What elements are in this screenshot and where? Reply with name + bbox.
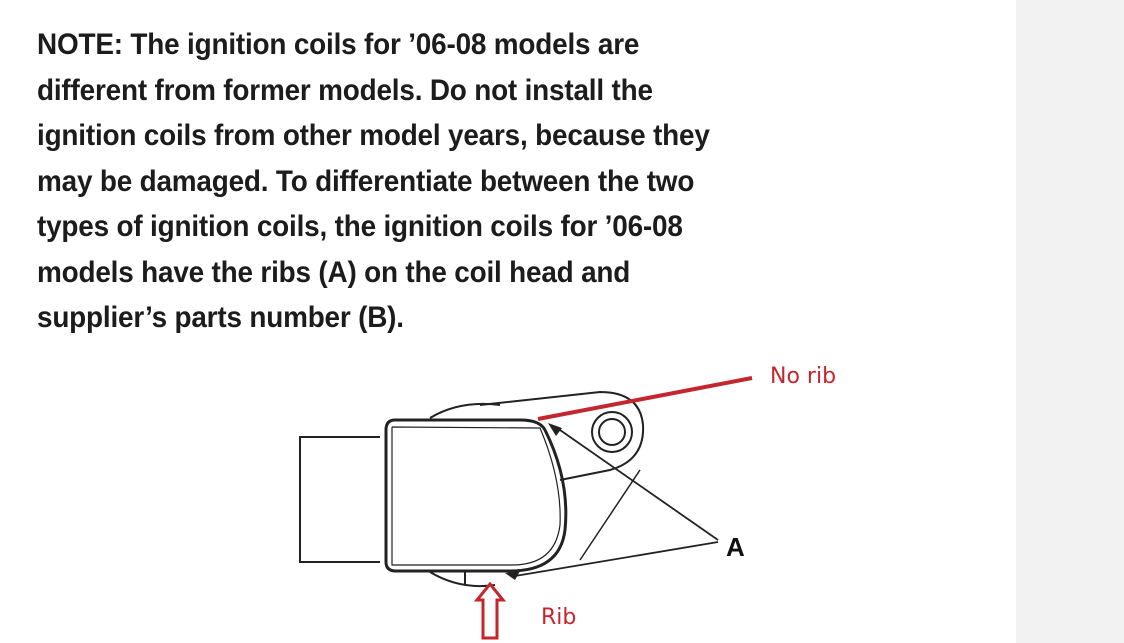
annotation-rib: Rib [541, 605, 577, 630]
note-line: ignition coils from other model years, b… [37, 119, 710, 152]
callout-line-top [559, 429, 719, 541]
coil-disc-bottom [429, 571, 496, 588]
note-line: NOTE: The ignition coils for ’06-08 mode… [37, 28, 640, 61]
callout-line-bottom [514, 541, 719, 577]
bolt-hole-inner [598, 418, 626, 446]
coil-head [384, 418, 568, 573]
rib-arrow-icon [473, 581, 507, 640]
callout-label-a: A [726, 532, 745, 562]
mounting-tab [479, 390, 645, 481]
ignition-coil-diagram: A [299, 376, 753, 640]
note-line: types of ignition coils, the ignition co… [37, 210, 683, 243]
rib-marker-bottom [505, 571, 520, 580]
connector [299, 436, 380, 563]
no-rib-pointer-line [537, 376, 753, 421]
bolt-hole-outer [591, 411, 633, 453]
note-text: NOTE: The ignition coils for ’06-08 mode… [37, 22, 997, 341]
note-line: may be damaged. To differentiate between… [37, 164, 695, 198]
note-line: different from former models. Do not ins… [37, 73, 653, 107]
coil-disc-top [429, 402, 501, 419]
rib-marker-top [548, 423, 562, 436]
side-panel [1016, 0, 1124, 643]
note-line: models have the ribs (A) on the coil hea… [37, 255, 631, 289]
annotation-no-rib: No rib [770, 364, 837, 389]
note-line: supplier’s parts number (B). [37, 301, 404, 334]
